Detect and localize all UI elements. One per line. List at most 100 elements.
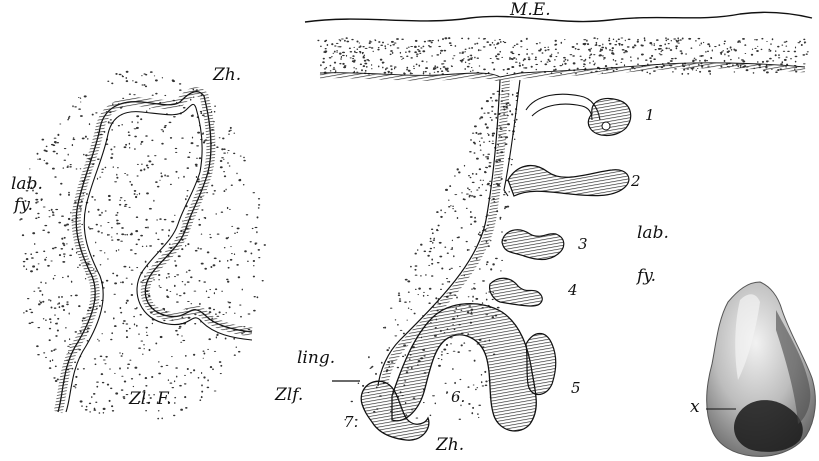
stipple-dot xyxy=(82,137,85,139)
stipple-dot xyxy=(408,47,410,48)
stipple-dot xyxy=(459,52,461,53)
stipple-dot xyxy=(479,65,480,66)
stipple-dot xyxy=(468,47,470,48)
stipple-dot xyxy=(659,53,661,54)
stipple-dot xyxy=(159,285,161,286)
stipple-dot xyxy=(110,388,112,389)
stipple-dot xyxy=(390,72,392,74)
stipple-dot xyxy=(438,358,440,359)
stipple-dot xyxy=(69,255,72,256)
stipple-dot xyxy=(514,139,515,141)
stipple-dot xyxy=(673,38,676,39)
stipple-dot xyxy=(621,44,623,46)
stipple-dot xyxy=(37,213,39,215)
stipple-dot xyxy=(435,297,437,299)
stipple-dot xyxy=(185,407,188,409)
stipple-dot xyxy=(145,74,147,76)
stipple-dot xyxy=(436,54,439,56)
stipple-dot xyxy=(108,121,110,123)
stipple-dot xyxy=(333,67,334,68)
stipple-dot xyxy=(605,47,606,49)
stipple-dot xyxy=(119,204,121,206)
stipple-dot xyxy=(368,47,371,48)
stipple-dot xyxy=(139,193,140,195)
stipple-dot xyxy=(155,79,158,81)
stipple-dot xyxy=(424,41,426,43)
stipple-dot xyxy=(489,44,492,46)
stipple-dot xyxy=(53,377,55,378)
stipple-dot xyxy=(185,245,186,247)
stipple-dot xyxy=(204,140,206,142)
stipple-dot xyxy=(577,49,580,50)
stipple-dot xyxy=(363,65,365,67)
stipple-dot xyxy=(97,209,99,211)
stipple-dot xyxy=(535,56,537,58)
stipple-dot xyxy=(32,265,35,267)
stipple-dot xyxy=(208,338,211,340)
stipple-dot xyxy=(258,207,260,208)
stipple-dot xyxy=(140,314,142,316)
stipple-dot xyxy=(159,218,162,220)
stipple-dot xyxy=(495,100,498,102)
stipple-dot xyxy=(728,55,730,56)
stipple-dot xyxy=(176,293,177,295)
stipple-dot xyxy=(86,193,88,194)
stipple-dot xyxy=(482,302,483,304)
stipple-dot xyxy=(203,281,206,282)
stipple-dot xyxy=(233,338,235,340)
stipple-dot xyxy=(43,207,46,208)
specimen-marker-x-label: x xyxy=(690,399,700,416)
stipple-dot xyxy=(32,232,35,234)
stipple-dot xyxy=(388,72,390,73)
stipple-dot xyxy=(703,42,704,43)
stipple-dot xyxy=(440,68,441,70)
stipple-dot xyxy=(166,277,167,279)
stipple-dot xyxy=(51,144,54,145)
stipple-dot xyxy=(364,60,367,62)
stipple-dot xyxy=(329,57,332,59)
stipple-dot xyxy=(488,134,490,136)
stipple-dot xyxy=(446,393,447,394)
stipple-dot xyxy=(554,59,556,60)
stipple-dot xyxy=(754,48,756,49)
stipple-dot xyxy=(224,247,226,248)
stipple-dot xyxy=(536,69,537,70)
stipple-dot xyxy=(88,211,89,213)
stipple-dot xyxy=(73,386,76,387)
stipple-dot xyxy=(354,60,356,62)
stipple-dot xyxy=(42,139,45,141)
stipple-dot xyxy=(94,271,96,272)
stipple-dot xyxy=(22,234,24,236)
stipple-dot xyxy=(479,268,481,269)
stipple-dot xyxy=(613,59,614,61)
stipple-dot xyxy=(751,54,753,56)
stipple-dot xyxy=(185,198,187,200)
stipple-dot xyxy=(496,44,499,45)
stipple-dot xyxy=(753,72,755,74)
stipple-dot xyxy=(161,175,163,177)
stipple-dot xyxy=(71,281,72,283)
stipple-dot xyxy=(226,312,227,313)
stipple-dot xyxy=(621,58,624,60)
stipple-dot xyxy=(140,118,142,120)
stipple-dot xyxy=(114,181,117,182)
stipple-dot xyxy=(520,46,522,47)
stipple-dot xyxy=(704,60,706,62)
stipple-dot xyxy=(220,365,222,367)
left-epithelial-band-outer xyxy=(58,92,252,412)
stipple-dot xyxy=(128,134,131,136)
stipple-dot xyxy=(398,294,400,296)
stipple-dot xyxy=(111,405,113,407)
stipple-dot xyxy=(134,190,137,192)
stipple-dot xyxy=(121,376,123,377)
stipple-dot xyxy=(621,37,624,38)
stipple-dot xyxy=(489,141,491,142)
stipple-dot xyxy=(555,48,557,50)
stipple-dot xyxy=(222,314,224,315)
stipple-dot xyxy=(727,48,729,50)
stipple-dot xyxy=(151,376,153,378)
stipple-dot xyxy=(72,139,75,140)
stipple-dot xyxy=(605,65,607,67)
stipple-dot xyxy=(184,284,185,286)
